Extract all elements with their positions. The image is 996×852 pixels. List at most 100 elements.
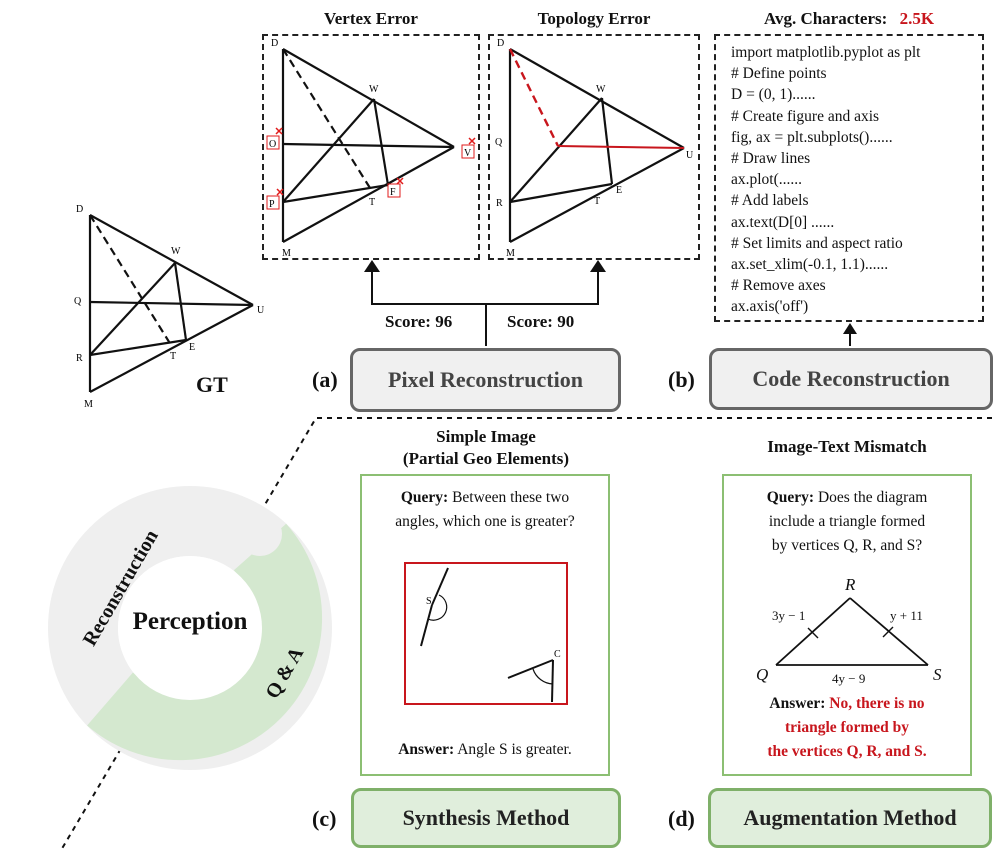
mismatch-answer-label: Answer:	[769, 695, 826, 712]
label-b: (b)	[668, 367, 695, 392]
ve-error-marks	[275, 127, 476, 196]
augmentation-method-button[interactable]: Augmentation Method	[708, 788, 992, 848]
ve-label-o: O	[269, 139, 276, 150]
simple-image-title-line2: (Partial Geo Elements)	[402, 449, 570, 468]
score-topology: Score: 90	[507, 312, 575, 331]
perception-ring: Perception Reconstruction Q & A	[48, 486, 332, 770]
code-line: # Add labels	[731, 192, 809, 210]
ve-box-v	[461, 144, 475, 159]
gt-label-r: R	[76, 353, 83, 364]
code-panel-title: Avg. Characters: 2.5K	[714, 9, 984, 29]
triangle-right-expr: y + 11	[890, 608, 923, 623]
te-line-du	[509, 48, 685, 149]
code-reconstruction-button[interactable]: Code Reconstruction	[709, 348, 993, 410]
mismatch-answer: Answer: No, there is no triangle formed …	[724, 692, 970, 764]
score-vertex: Score: 96	[385, 312, 453, 331]
triangle-left-expr: 3y − 1	[772, 608, 805, 623]
te-line-we	[600, 97, 614, 185]
te-label-t: T	[594, 196, 600, 207]
simple-query-line1: Between these two	[452, 489, 570, 506]
label-d: (d)	[668, 806, 695, 831]
label-a: (a)	[312, 367, 338, 392]
code-title-prefix: Avg. Characters:	[763, 9, 888, 28]
gt-line-rw	[89, 262, 176, 356]
ring-hole	[118, 556, 262, 700]
synthesis-method-button[interactable]: Synthesis Method	[351, 788, 621, 848]
arrow-head-code	[843, 323, 857, 334]
vertex-error-box: D W T M O V P F	[262, 34, 480, 260]
ve-line-mu	[282, 146, 455, 243]
gt-label-m: M	[84, 399, 93, 410]
tick-qr	[807, 627, 819, 639]
gt-label-q: Q	[74, 296, 82, 307]
ve-box-f	[387, 183, 401, 198]
simple-query-line2: angles, which one is greater?	[395, 513, 575, 530]
mismatch-query-line2: include a triangle formed	[768, 513, 926, 530]
triangle-label-q: Q	[756, 665, 768, 684]
code-title-value: 2.5K	[899, 9, 935, 28]
simple-image-title: Simple Image (Partial Geo Elements)	[350, 426, 622, 470]
angle-label-c: C	[554, 649, 561, 660]
gt-line-qu	[89, 300, 254, 307]
code-line: ax.plot(......	[731, 171, 803, 189]
code-line: D = (0, 1)......	[731, 86, 816, 104]
te-label-m: M	[506, 248, 515, 258]
angle-c-arc	[532, 668, 554, 685]
gt-diagram: D W Q U R T E M	[74, 204, 265, 410]
code-line: ax.set_xlim(-0.1, 1.1)......	[731, 256, 889, 274]
topology-error-title: Topology Error	[537, 9, 651, 28]
mismatch-answer-line2: triangle formed by	[785, 719, 909, 736]
te-line-rw	[509, 97, 603, 203]
ve-label-v: V	[464, 148, 472, 159]
ring-tab-gray	[238, 512, 282, 556]
ring-center-label: Perception	[133, 608, 248, 635]
code-line: # Draw lines	[731, 150, 811, 168]
vertex-error-diagram: D W T M O V P F	[266, 38, 476, 259]
gt-line-we	[173, 262, 188, 341]
gt-label-u: U	[257, 305, 265, 316]
ve-label-w: W	[369, 84, 379, 95]
te-error-dashed	[508, 48, 560, 147]
simple-image-answer: Answer: Angle S is greater.	[362, 738, 608, 762]
gt-line-du	[89, 214, 254, 306]
code-line: # Create figure and axis	[731, 107, 880, 125]
ve-line-ov	[282, 142, 455, 149]
pixel-reconstruction-button[interactable]: Pixel Reconstruction	[350, 348, 621, 412]
mismatch-query: Query: Does the diagram include a triang…	[724, 486, 970, 558]
te-label-q: Q	[495, 137, 503, 148]
ve-line-pf	[282, 183, 389, 204]
te-label-w: W	[596, 84, 606, 95]
ve-box-p	[266, 195, 280, 210]
mismatch-title: Image-Text Mismatch	[767, 437, 927, 456]
mismatch-query-line3: by vertices Q, R, and S?	[771, 537, 923, 554]
angle-s-ray-up	[431, 567, 449, 606]
triangle-label-s: S	[933, 665, 942, 684]
code-line: ax.text(D[0] ......	[731, 213, 835, 231]
te-label-u: U	[686, 150, 694, 161]
simple-image-query: Query: Between these two angles, which o…	[362, 486, 608, 534]
te-label-r: R	[496, 198, 503, 209]
ve-dashed-dt	[282, 48, 371, 189]
te-label-d: D	[497, 38, 504, 49]
ve-label-m: M	[282, 248, 291, 258]
triangle-figure: R Q S 3y − 1 y + 11 4y − 9	[756, 575, 942, 686]
gt-label-e: E	[189, 342, 195, 353]
angle-label-s: S	[426, 596, 432, 607]
te-error-line	[557, 145, 685, 149]
code-line: ax.axis('off')	[731, 298, 809, 316]
score-bracket	[371, 272, 599, 305]
mismatch-query-label: Query:	[766, 489, 815, 506]
angle-s-ray-down	[420, 604, 433, 647]
code-line: import matplotlib.pyplot as plt	[731, 44, 921, 61]
angle-s-arc	[427, 594, 448, 621]
arrow-head-topology	[590, 260, 606, 272]
tick-rs	[882, 626, 894, 638]
ve-label-p: P	[269, 199, 275, 210]
code-line: # Define points	[731, 65, 827, 83]
gt-label-d: D	[76, 204, 83, 215]
simple-answer-label: Answer:	[398, 741, 455, 758]
ring-tab-green	[115, 692, 159, 736]
simple-query-label: Query:	[400, 489, 449, 506]
code-line: # Remove axes	[731, 277, 826, 295]
angle-figure-frame	[404, 562, 568, 705]
